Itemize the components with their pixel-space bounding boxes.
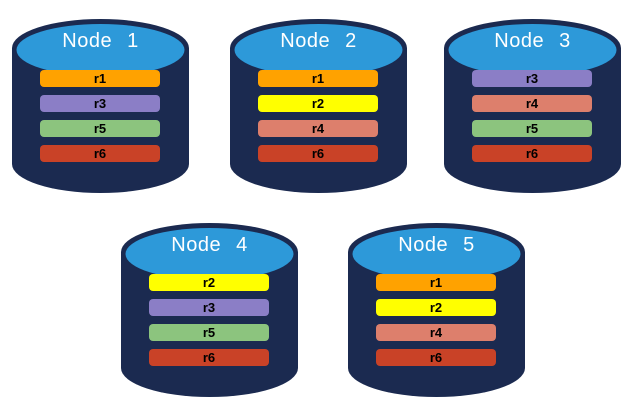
replica-bar: r6 <box>258 145 378 162</box>
replica-list: r1 r2 r4 r6 <box>258 70 378 170</box>
node-cylinder-4: Node 4 r2 r3 r5 r6 <box>121 222 298 398</box>
replica-bar: r4 <box>258 120 378 137</box>
replica-label: r2 <box>429 300 443 315</box>
replica-label: r6 <box>429 350 443 365</box>
replica-label: r6 <box>311 146 325 161</box>
replica-bar: r2 <box>258 95 378 112</box>
node-title: Node 2 <box>280 30 357 52</box>
node-cylinder-3: Node 3 r3 r4 r5 r6 <box>444 18 621 194</box>
replica-bar: r6 <box>40 145 160 162</box>
replica-list: r1 r2 r4 r6 <box>376 274 496 374</box>
node-cylinder-1: Node 1 r1 r3 r5 r6 <box>12 18 189 194</box>
replica-bar: r5 <box>149 324 269 341</box>
replica-bar: r1 <box>40 70 160 87</box>
replica-label: r1 <box>93 71 107 86</box>
replica-bar: r3 <box>40 95 160 112</box>
replica-bar: r4 <box>472 95 592 112</box>
replica-label: r5 <box>525 121 539 136</box>
replica-bar: r5 <box>472 120 592 137</box>
node-title: Node 3 <box>494 30 571 52</box>
replica-label: r5 <box>202 325 216 340</box>
replica-list: r1 r3 r5 r6 <box>40 70 160 170</box>
replica-bar: r2 <box>376 299 496 316</box>
replica-label: r4 <box>525 96 539 111</box>
replica-label: r4 <box>311 121 325 136</box>
node-title: Node 1 <box>62 30 139 52</box>
replica-label: r4 <box>429 325 443 340</box>
replica-bar: r5 <box>40 120 160 137</box>
replica-bar: r6 <box>472 145 592 162</box>
replica-label: r3 <box>525 71 539 86</box>
replica-list: r3 r4 r5 r6 <box>472 70 592 170</box>
replica-bar: r3 <box>472 70 592 87</box>
replica-label: r2 <box>311 96 325 111</box>
node-cylinder-5: Node 5 r1 r2 r4 r6 <box>348 222 525 398</box>
node-title: Node 4 <box>171 234 248 256</box>
replica-bar: r2 <box>149 274 269 291</box>
replica-label: r5 <box>93 121 107 136</box>
replica-bar: r3 <box>149 299 269 316</box>
replica-label: r3 <box>202 300 216 315</box>
replica-label: r6 <box>525 146 539 161</box>
replica-bar: r6 <box>149 349 269 366</box>
replica-label: r2 <box>202 275 216 290</box>
node-title: Node 5 <box>398 234 475 256</box>
replica-label: r1 <box>311 71 325 86</box>
node-cylinder-2: Node 2 r1 r2 r4 r6 <box>230 18 407 194</box>
replica-bar: r6 <box>376 349 496 366</box>
replica-label: r6 <box>93 146 107 161</box>
replica-label: r6 <box>202 350 216 365</box>
replica-list: r2 r3 r5 r6 <box>149 274 269 374</box>
replica-label: r3 <box>93 96 107 111</box>
replica-bar: r1 <box>258 70 378 87</box>
replica-label: r1 <box>429 275 443 290</box>
replica-bar: r1 <box>376 274 496 291</box>
replica-bar: r4 <box>376 324 496 341</box>
